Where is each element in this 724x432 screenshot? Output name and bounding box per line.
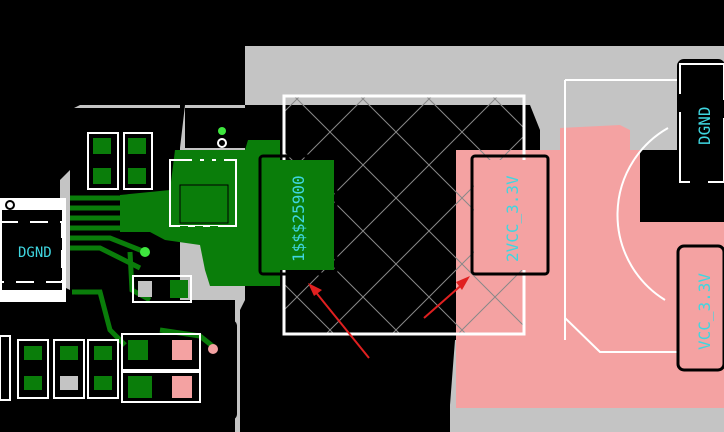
- footprint-sot[interactable]: [169, 152, 237, 238]
- pad2-outline[interactable]: [470, 154, 550, 276]
- via-white[interactable]: [217, 138, 227, 148]
- pad1-net-label: 1$$$25900: [289, 175, 308, 262]
- pad1-outline[interactable]: [258, 154, 338, 276]
- pad1-overlay: [262, 160, 334, 270]
- pad2-net-label: 2VCC_3.3V: [503, 175, 522, 262]
- dgnd-top-right-label: DGND: [695, 106, 714, 145]
- vcc-bottom-right-label: VCC_3.3V: [695, 273, 714, 350]
- keepout-arc: [616, 127, 669, 301]
- footprint-small-right[interactable]: [132, 275, 192, 303]
- dgnd-left-label: DGND: [18, 245, 52, 261]
- footprint-row-bottom-pads: [24, 340, 192, 398]
- via-green-1[interactable]: [140, 247, 150, 257]
- component-dgnd-top-right[interactable]: [677, 59, 724, 185]
- component-vcc-bottom-right[interactable]: [676, 244, 724, 372]
- via-pink[interactable]: [208, 344, 218, 354]
- annotation-arrow-2: [423, 276, 470, 319]
- footprint-row-bottom[interactable]: [0, 333, 201, 403]
- via-green-2[interactable]: [218, 127, 226, 135]
- left-connector[interactable]: [0, 198, 66, 302]
- footprint-pair-top[interactable]: [87, 132, 153, 190]
- signal-traces: [70, 195, 217, 350]
- keepout-outline: [564, 79, 680, 353]
- pad2-copper: [474, 160, 546, 270]
- annotation-arrow-1: [308, 283, 370, 359]
